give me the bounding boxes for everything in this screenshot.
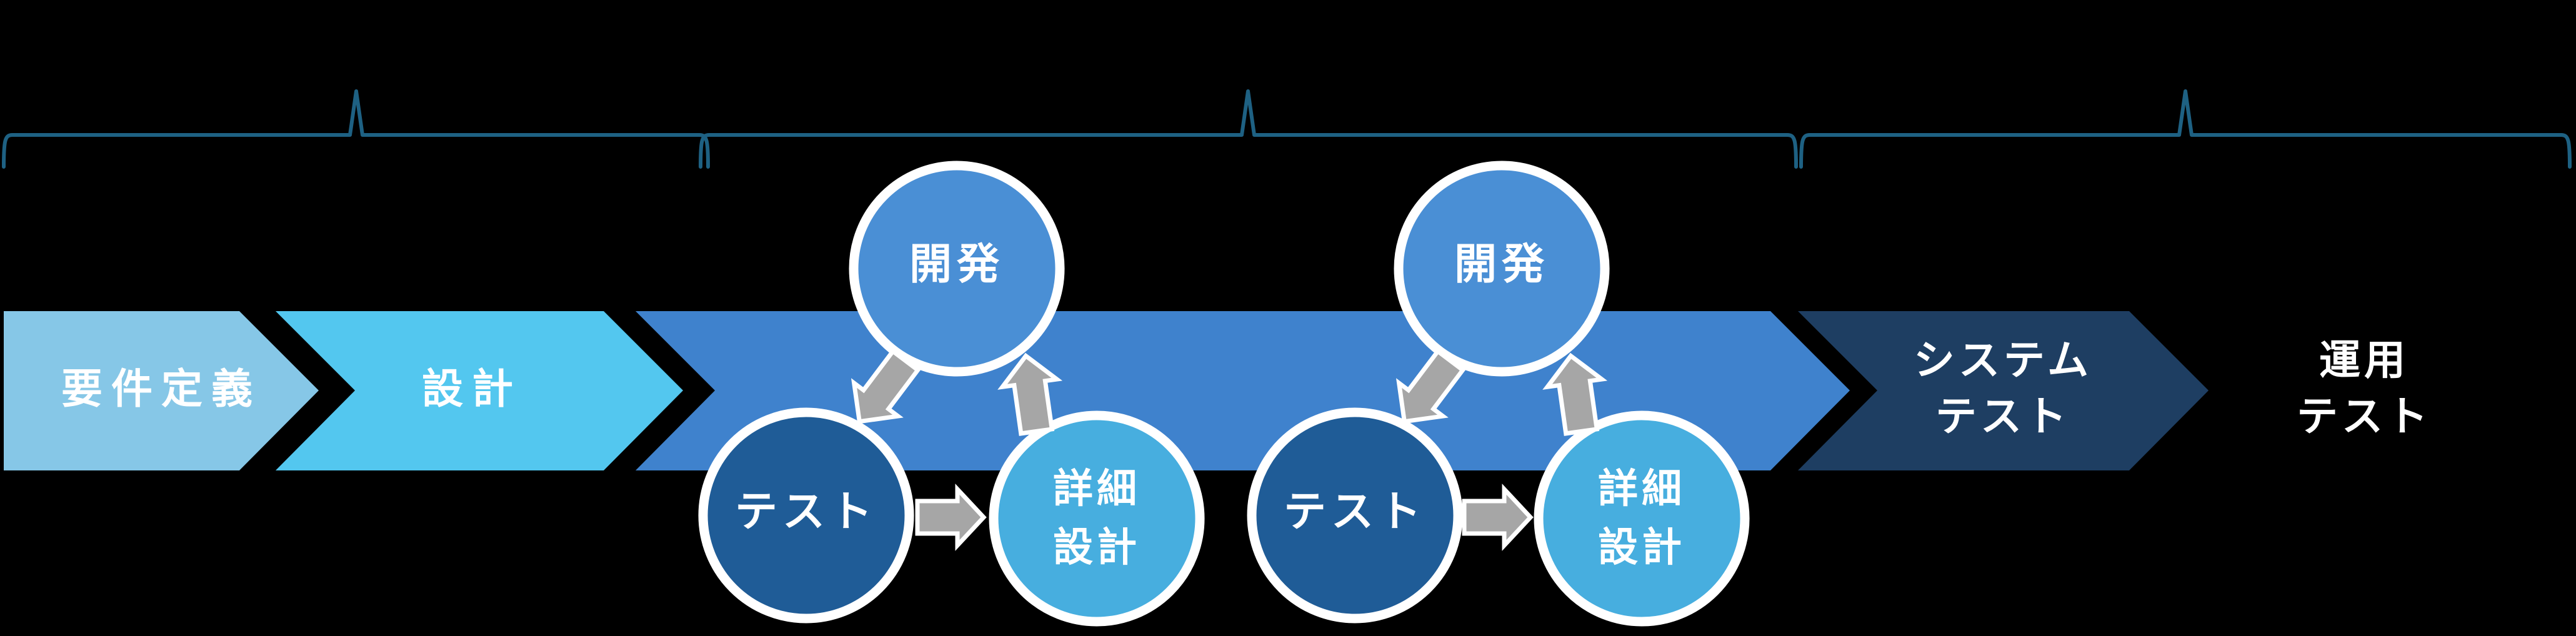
arrow-test-to-detail-2	[1462, 484, 1534, 551]
chevron-system-test	[1798, 311, 2209, 470]
label-test-2: テスト	[1283, 487, 1427, 537]
label-system-test-line2: テスト	[1935, 392, 2070, 440]
label-detail-design-1-line2: 設計	[1053, 525, 1141, 571]
label-requirements: 要件定義	[61, 365, 261, 413]
label-detail-design-2-line2: 設計	[1598, 525, 1685, 571]
label-operation-test: 運用 テスト	[2297, 332, 2432, 445]
arrow-detail-to-dev-1	[997, 352, 1063, 436]
arrow-dev-to-test-1	[851, 348, 921, 424]
circle-test-2	[1247, 407, 1463, 624]
label-development-2: 開発	[1454, 240, 1550, 289]
arrow-dev-to-test-2	[1395, 348, 1466, 424]
label-detail-design-1: 詳細 設計	[1053, 460, 1141, 577]
label-operation-test-line1: 運用	[2319, 336, 2409, 384]
arrow-detail-to-dev-2	[1542, 352, 1608, 436]
chevron-design	[276, 311, 683, 470]
arrow-test-to-detail-1	[915, 484, 987, 551]
brace-phase-2	[699, 89, 1798, 169]
brace-phase-1	[2, 89, 710, 169]
circle-test-1	[698, 407, 914, 624]
label-system-test-line1: システム	[1913, 336, 2093, 384]
label-design: 設計	[422, 365, 522, 413]
label-detail-design-2: 詳細 設計	[1598, 460, 1685, 577]
circle-detail-design-1	[989, 410, 1205, 627]
circle-detail-design-2	[1534, 410, 1750, 627]
circle-development-1	[849, 161, 1065, 377]
label-detail-design-2-line1: 詳細	[1598, 466, 1685, 512]
label-operation-test-line2: テスト	[2297, 392, 2432, 440]
circle-development-2	[1394, 161, 1610, 377]
label-detail-design-1-line1: 詳細	[1053, 466, 1141, 512]
label-test-1: テスト	[734, 487, 878, 537]
label-development-1: 開発	[909, 240, 1005, 289]
brace-phase-3	[1799, 89, 2572, 169]
chevron-requirements	[4, 311, 319, 470]
label-system-test: システム テスト	[1914, 332, 2092, 445]
